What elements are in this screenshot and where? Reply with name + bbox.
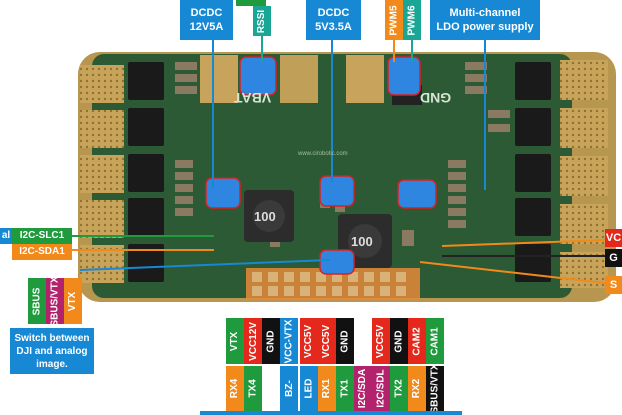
inductor-center-marking: 100 [351, 234, 373, 249]
callout-i2c-slc1: I2C-SLC1 [12, 228, 72, 244]
pin-label-bottom-7: I2C/SDL [372, 366, 390, 411]
callout-switch-note: Switch between DJI and analog image. [10, 328, 94, 374]
pin-label-top-8: GND [390, 318, 408, 364]
silk-gnd: GND [420, 90, 451, 106]
pin-label-top-9: CAM2 [408, 318, 426, 364]
callout-pwm5: PWM5 [385, 0, 403, 40]
pin-label-bottom-3: LED [300, 366, 318, 411]
right-pad-strip [560, 60, 608, 100]
center-gold-pad [280, 55, 318, 103]
pin-label-bottom-4: RX1 [318, 366, 336, 411]
callout-left-cut: al [0, 228, 12, 244]
pin-label-bottom-1: TX4 [244, 366, 262, 411]
pin-label-top-10: CAM1 [426, 318, 444, 364]
pin-label-top-0: VTX [226, 318, 244, 364]
pin-label-bottom-6: I2C/SDA [354, 366, 372, 411]
pin-label-bottom-5: TX1 [336, 366, 354, 411]
callout-sbus-vtx: SBUS/VTX [46, 278, 64, 324]
callout-dcdc-12v: DCDC 12V5A [180, 0, 233, 40]
pin-label-bottom-2: BZ- [280, 366, 298, 411]
pin-label-bottom-8: TX2 [390, 366, 408, 411]
pin-label-top-5: VCC5V [318, 318, 336, 364]
bottom-bar [200, 411, 462, 415]
callout-pwm6: PWM6 [403, 0, 421, 40]
pin-label-top-7: VCC5V [372, 318, 390, 364]
pin-label-top-4: VCC5V [300, 318, 318, 364]
inductor-left-marking: 100 [254, 209, 276, 224]
pin-label-bottom-10: SBUS/VTX [426, 366, 444, 411]
callout-right-s: S [605, 276, 622, 294]
silk-url: www.cirobotic.com [298, 151, 348, 157]
pin-label-top-6: GND [336, 318, 354, 364]
vbat-pad [200, 55, 238, 103]
pin-label-bottom-0: RX4 [226, 366, 244, 411]
right-mosfets [515, 62, 551, 282]
callout-sbus: SBUS [28, 278, 46, 324]
pin-label-top-3: VCC-VTX [280, 318, 298, 364]
callout-ldo: Multi-channel LDO power supply [430, 0, 540, 40]
pin-label-top-2: GND [262, 318, 280, 364]
left-pad-strip [80, 65, 124, 103]
pin-label-top-1: VCC12V [244, 318, 262, 364]
callout-rssi: RSSI [253, 6, 271, 36]
silk-vbat: VBAT [234, 90, 271, 106]
callout-vtx-side: VTX [64, 278, 82, 324]
gnd-pad [346, 55, 384, 103]
callout-right-g: G [605, 249, 622, 267]
callout-right-vc: VC [605, 229, 622, 247]
callout-i2c-sda1: I2C-SDA1 [12, 244, 72, 260]
pin-label-bottom-9: RX2 [408, 366, 426, 411]
callout-dcdc-5v: DCDC 5V3.5A [306, 0, 361, 40]
